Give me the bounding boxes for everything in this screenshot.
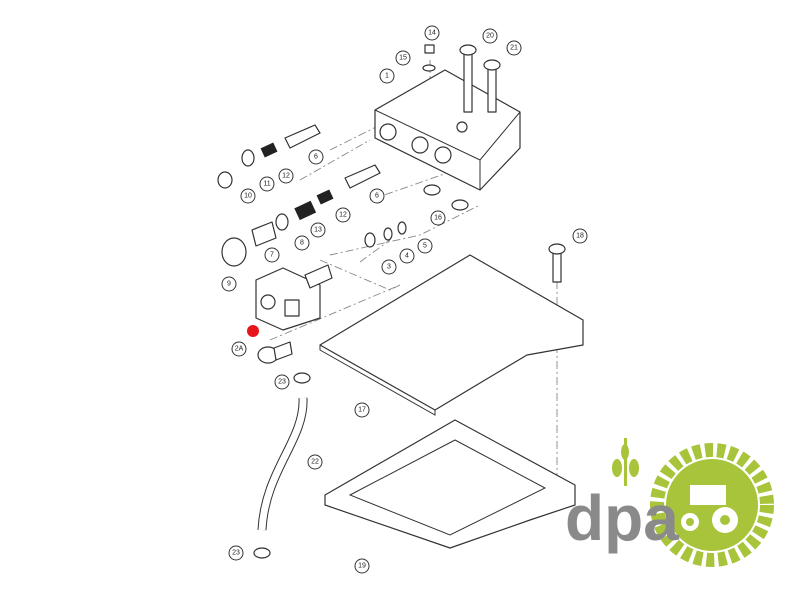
callout-20: 23 <box>274 374 290 390</box>
wheat-icon <box>612 438 639 486</box>
callout-0: 14 <box>424 25 440 41</box>
callout-label: 22 <box>311 459 319 466</box>
callout-label: 18 <box>576 233 584 240</box>
callout-5: 6 <box>308 149 324 165</box>
callout-12: 13 <box>310 222 326 238</box>
valve-block <box>374 69 521 191</box>
callout-23: 22 <box>307 454 323 470</box>
gear-icon <box>650 443 774 567</box>
callout-18: 9 <box>221 276 237 292</box>
callout-label: 8 <box>300 240 304 247</box>
callout-label: 19 <box>358 563 366 570</box>
callout-label: 15 <box>399 55 407 62</box>
callout-label: 20 <box>486 33 494 40</box>
callout-15: 5 <box>417 238 433 254</box>
logo-text: dpa <box>565 482 679 554</box>
callout-label: 2A <box>235 346 244 353</box>
callout-label: 12 <box>339 212 347 219</box>
callout-label: 3 <box>387 264 391 271</box>
callout-label: 9 <box>227 281 231 288</box>
callout-11: 16 <box>430 210 446 226</box>
callout-16: 4 <box>399 248 415 264</box>
callout-2: 21 <box>506 40 522 56</box>
callout-22: 17 <box>354 402 370 418</box>
callout-9: 6 <box>369 188 385 204</box>
callout-label: 10 <box>244 193 252 200</box>
gasket <box>324 419 576 549</box>
callout-13: 8 <box>294 235 310 251</box>
solenoid-valve <box>255 264 333 364</box>
callout-label: 21 <box>510 45 518 52</box>
callout-14: 7 <box>264 247 280 263</box>
callout-10: 12 <box>335 207 351 223</box>
callout-label: 23 <box>232 550 240 557</box>
callout-19: 2A <box>231 341 247 357</box>
callout-label: 11 <box>263 181 270 188</box>
callout-3: 15 <box>395 50 411 66</box>
callout-label: 7 <box>270 252 274 259</box>
callout-label: 17 <box>358 407 366 414</box>
callout-7: 11 <box>259 176 275 192</box>
callout-1: 20 <box>482 28 498 44</box>
callout-25: 19 <box>354 558 370 574</box>
callout-label: 16 <box>434 215 442 222</box>
callout-24: 23 <box>228 545 244 561</box>
callout-6: 12 <box>278 168 294 184</box>
callout-label: 12 <box>282 173 290 180</box>
callout-17: 3 <box>381 259 397 275</box>
callout-8: 10 <box>240 188 256 204</box>
callout-label: 13 <box>314 227 322 234</box>
callout-label: 6 <box>375 193 379 200</box>
callout-label: 23 <box>278 379 286 386</box>
callout-label: 4 <box>405 253 409 260</box>
cover-plate <box>319 254 584 411</box>
callout-label: 1 <box>385 73 389 80</box>
callout-label: 5 <box>423 243 427 250</box>
callout-4: 1 <box>379 68 395 84</box>
callout-label: 6 <box>314 154 318 161</box>
callout-21: 18 <box>572 228 588 244</box>
callout-label: 14 <box>428 30 436 37</box>
tractor-icon <box>681 485 738 533</box>
valve-components <box>217 124 469 559</box>
highlight-marker[interactable] <box>247 325 259 337</box>
